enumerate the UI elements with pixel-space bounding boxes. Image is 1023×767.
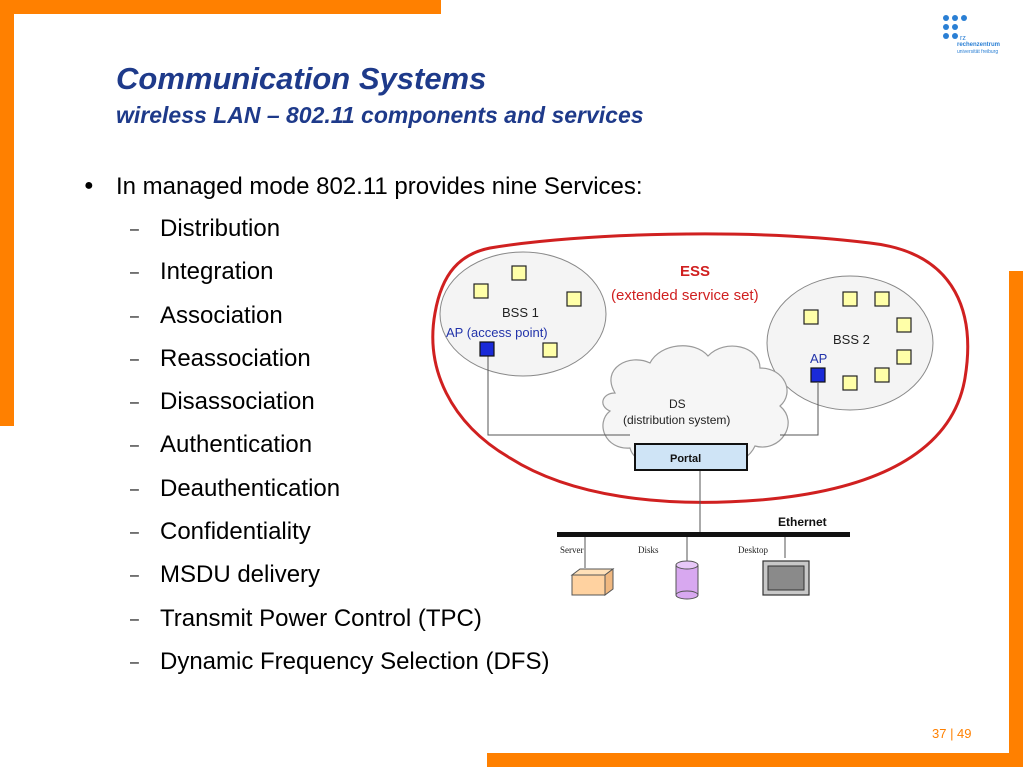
service-label: Authentication: [160, 431, 313, 459]
station-icons: [473, 265, 912, 391]
ess-network-diagram: ESS (extended service set) BSS 1 AP (acc…: [431, 232, 970, 600]
bss2-label: BSS 2: [833, 332, 870, 347]
services-list: –Distribution –Integration –Association …: [130, 214, 549, 690]
list-item: – MSDU delivery: [130, 560, 549, 603]
station-icon: [842, 291, 858, 307]
station-icon: [542, 342, 558, 358]
service-label: Dynamic Frequency Selection (DFS): [160, 647, 550, 675]
list-item: – Distribution: [130, 214, 549, 257]
portal-label: Portal: [670, 453, 701, 465]
station-icon: [896, 349, 912, 365]
list-item: – Confidentiality: [130, 517, 549, 560]
service-label: Integration: [160, 258, 274, 286]
list-item: – Disassociation: [130, 387, 549, 430]
station-icon: [896, 317, 912, 333]
station-icon: [511, 265, 527, 281]
dash-icon: –: [130, 350, 139, 368]
ess-boundary: [431, 232, 970, 504]
desktop-label: Desktop: [738, 545, 768, 555]
station-icon: [566, 291, 582, 307]
list-item: – Integration: [130, 257, 549, 300]
service-label: Distribution: [160, 215, 281, 242]
bullet-dot-icon: ●: [84, 177, 94, 194]
disks-icon: [675, 560, 699, 600]
left-accent-bar: [0, 0, 14, 426]
list-item: – Transmit Power Control (TPC): [130, 604, 549, 647]
top-accent-bar: [0, 0, 441, 14]
logo-text-line1: rechenzentrum: [957, 42, 1001, 48]
service-label: Transmit Power Control (TPC): [160, 604, 482, 632]
dash-icon: –: [130, 480, 139, 498]
ds-desc-label: (distribution system): [623, 413, 730, 427]
server-icon: [570, 568, 615, 596]
station-icon: [874, 367, 890, 383]
ess-label: ESS: [680, 263, 710, 280]
ethernet-bus: [557, 532, 850, 537]
ap1-link: [487, 355, 630, 436]
ap1-label: AP (access point): [446, 325, 548, 340]
dash-icon: –: [130, 653, 139, 671]
dash-icon: –: [130, 437, 139, 455]
right-accent-bar: [1009, 271, 1023, 767]
dash-icon: –: [130, 307, 139, 325]
service-label: Reassociation: [160, 344, 311, 372]
intro-text: In managed mode 802.11 provides nine Ser…: [116, 173, 643, 200]
dash-icon: –: [130, 524, 139, 542]
service-label: Deauthentication: [160, 474, 341, 502]
ap2-icon: [810, 367, 826, 383]
list-item: – Reassociation: [130, 344, 549, 387]
page-title: Communication Systems: [116, 61, 487, 96]
dash-icon: –: [130, 610, 139, 628]
dash-icon: –: [130, 264, 139, 282]
desktop-icon: [762, 560, 810, 596]
disks-label: Disks: [638, 545, 659, 555]
ap1-icon: [479, 341, 495, 357]
ethernet-label: Ethernet: [778, 515, 827, 529]
bss1-label: BSS 1: [502, 305, 539, 320]
page-number: 37 | 49: [932, 726, 972, 741]
page-subtitle: wireless LAN – 802.11 components and ser…: [116, 102, 644, 128]
station-icon: [842, 375, 858, 391]
logo-text-line2: universität freiburg: [957, 49, 999, 55]
ap2-label: AP: [810, 351, 827, 366]
server-label: Server: [560, 545, 584, 555]
service-label: MSDU delivery: [160, 561, 321, 589]
university-logo-icon: rz: [943, 15, 967, 42]
dash-icon: –: [130, 394, 139, 412]
service-label: Association: [160, 301, 283, 329]
ds-label: DS: [669, 397, 686, 411]
list-item: – Deauthentication: [130, 474, 549, 517]
ess-desc-label: (extended service set): [611, 287, 759, 304]
dash-icon: –: [130, 567, 139, 585]
logo-mark: rz: [960, 35, 966, 42]
service-label: Confidentiality: [160, 518, 311, 546]
portal-box: [634, 443, 748, 471]
list-item: – Association: [130, 301, 549, 344]
ds-cloud: [602, 345, 789, 467]
list-item: – Dynamic Frequency Selection (DFS): [130, 647, 549, 690]
list-item: – Authentication: [130, 430, 549, 473]
station-icon: [874, 291, 890, 307]
station-icon: [803, 309, 819, 325]
dash-icon: –: [130, 221, 139, 238]
station-icon: [473, 283, 489, 299]
service-label: Disassociation: [160, 388, 315, 416]
ap2-link: [780, 383, 819, 436]
bottom-accent-bar: [487, 753, 1023, 767]
